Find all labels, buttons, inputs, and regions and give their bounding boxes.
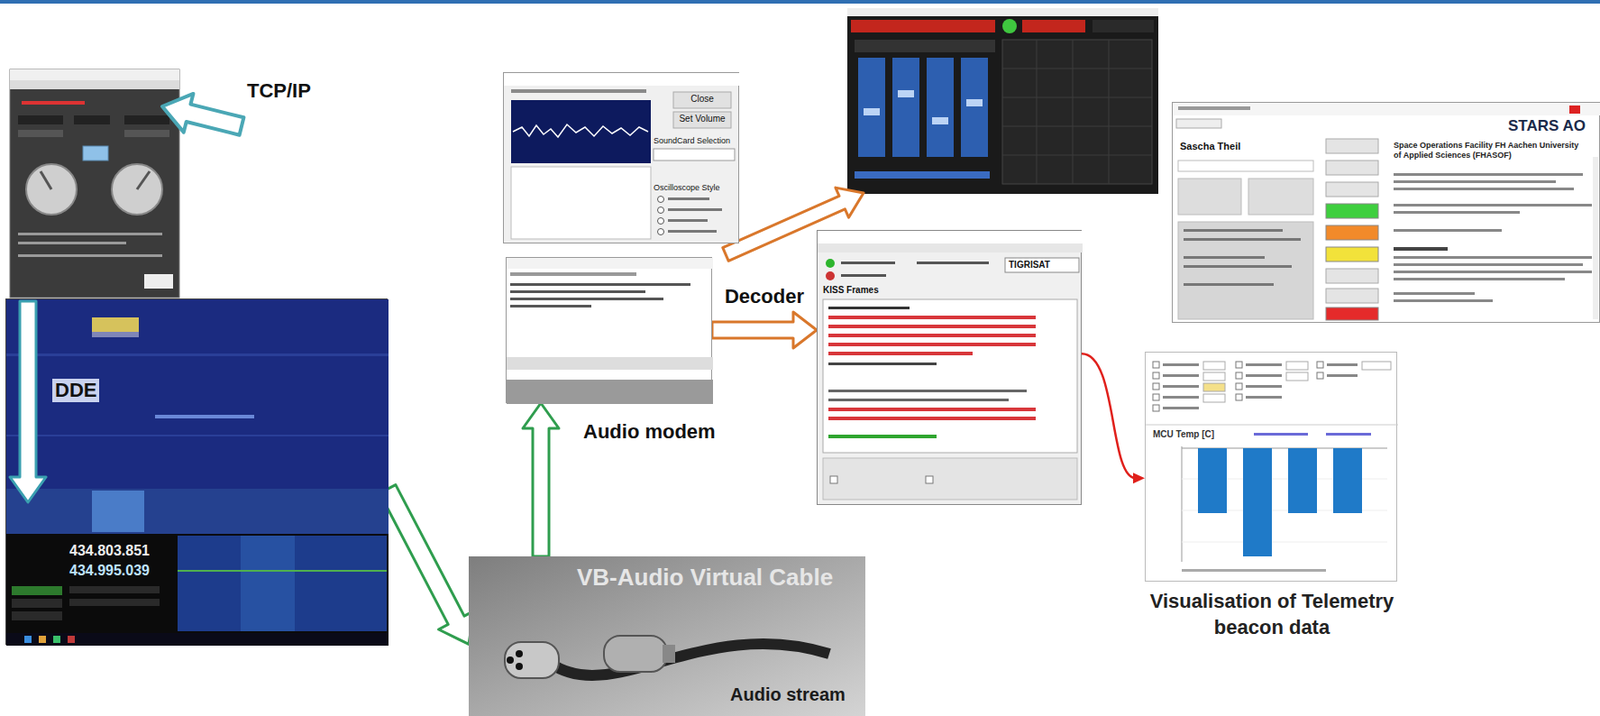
- button-text: Close: [673, 93, 732, 104]
- component-heading: Visualisation of Telemetry beacon data: [1136, 588, 1408, 640]
- telemetry-arrow: [1081, 353, 1145, 484]
- radio-control-window: [9, 69, 180, 298]
- dashboard-window: [847, 8, 1159, 194]
- audio-arrow: [522, 402, 559, 557]
- operator-name: Sascha Theil: [1179, 140, 1241, 152]
- decoder-window: KISS Frames TIGRISAT: [816, 229, 1082, 505]
- telemetry-chart-art: [1145, 352, 1399, 583]
- tcp-arrow: [162, 93, 244, 136]
- frequency-readout: 434.803.851: [69, 542, 150, 559]
- group-label: Oscilloscope Style: [653, 182, 721, 192]
- component-heading: Audio modem: [583, 420, 716, 444]
- telemetry-chart: MCU Temp [C]Visualisation of Telemetry b…: [1144, 351, 1398, 582]
- audio-arrow: [379, 484, 474, 645]
- group-label: SoundCard Selection: [653, 136, 731, 146]
- button-text: Set Volume: [673, 113, 732, 124]
- protocol-label: TCP/IP: [246, 79, 311, 103]
- panel-label: KISS Frames: [822, 284, 879, 295]
- satellite-select: TIGRISAT: [1008, 259, 1051, 270]
- virtual-cable-image: VB-Audio Virtual CableAudio stream: [468, 556, 866, 716]
- facility-name: Space Operations Facility FH Aachen Univ…: [1393, 140, 1588, 162]
- sdr-window: 434.803.851 434.995.039: [5, 298, 388, 645]
- report-window-art: [1172, 102, 1600, 324]
- top-band: [0, 0, 1600, 4]
- product-watermark: VB-Audio Virtual Cable: [576, 563, 833, 592]
- image-caption: Audio stream: [730, 684, 846, 705]
- edge-label: Decoder: [724, 284, 805, 309]
- soundcard-window: CloseSet VolumeSoundCard SelectionOscill…: [502, 72, 740, 244]
- protocol-label: DDE: [52, 378, 100, 403]
- modem-window: Audio modem: [505, 256, 713, 403]
- logo-text: STARS AO: [1508, 117, 1586, 136]
- decoder-window-art: [817, 230, 1083, 506]
- report-window: Sascha Theil Space Operations Facility FH…: [1171, 101, 1600, 323]
- frequency-readout: 434.995.039: [69, 562, 150, 579]
- sdr-window-art: [6, 299, 389, 646]
- modem-window-art: [506, 257, 714, 404]
- data-arrow: [712, 311, 817, 348]
- chart-title: MCU Temp [C]: [1152, 429, 1215, 439]
